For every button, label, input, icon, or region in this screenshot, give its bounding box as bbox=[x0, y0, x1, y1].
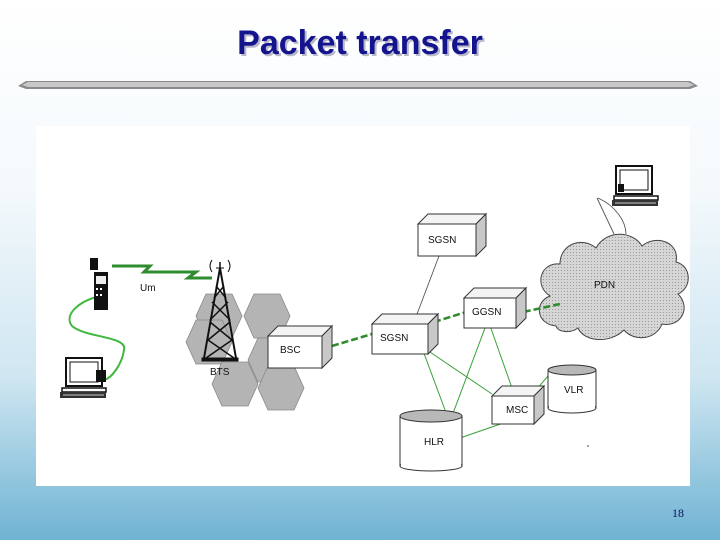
sgsn-mid-label: SGSN bbox=[380, 333, 409, 344]
bts-tower-icon bbox=[201, 259, 239, 362]
hlr-label: HLR bbox=[424, 437, 445, 448]
um-label: Um bbox=[140, 283, 156, 294]
signalling-links bbox=[413, 197, 627, 323]
ggsn-label: GGSN bbox=[472, 307, 502, 318]
data-links bbox=[331, 302, 561, 348]
msc-label: MSC bbox=[506, 405, 529, 416]
hlr-cylinder bbox=[399, 409, 463, 472]
radio-link bbox=[112, 264, 212, 280]
title-divider bbox=[18, 81, 698, 89]
vlr-label: VLR bbox=[564, 385, 584, 396]
page-number: 18 bbox=[672, 506, 684, 520]
sgsn-mid-box bbox=[370, 312, 440, 356]
bsc-label: BSC bbox=[280, 345, 301, 356]
vlr-cylinder bbox=[547, 364, 597, 414]
msc-box bbox=[490, 384, 546, 426]
slide-title: Packet transfer bbox=[237, 24, 483, 62]
bsc-box bbox=[266, 324, 334, 370]
pdn-label: PDN bbox=[594, 280, 616, 291]
bts-label: BTS bbox=[210, 367, 230, 378]
desktop-computer-icon bbox=[612, 165, 659, 206]
network-diagram: SGSN PDN Um GGSN SGSN BSC BTS VLR MSC HL… bbox=[36, 126, 690, 486]
sgsn-top-label: SGSN bbox=[428, 235, 457, 246]
mobile-phone-icon bbox=[90, 258, 108, 310]
ggsn-box bbox=[462, 286, 528, 330]
pdn-cloud bbox=[539, 233, 689, 340]
phone-laptop-cable bbox=[68, 295, 126, 381]
sgsn-top-box bbox=[416, 212, 488, 258]
laptop-icon bbox=[60, 357, 107, 398]
